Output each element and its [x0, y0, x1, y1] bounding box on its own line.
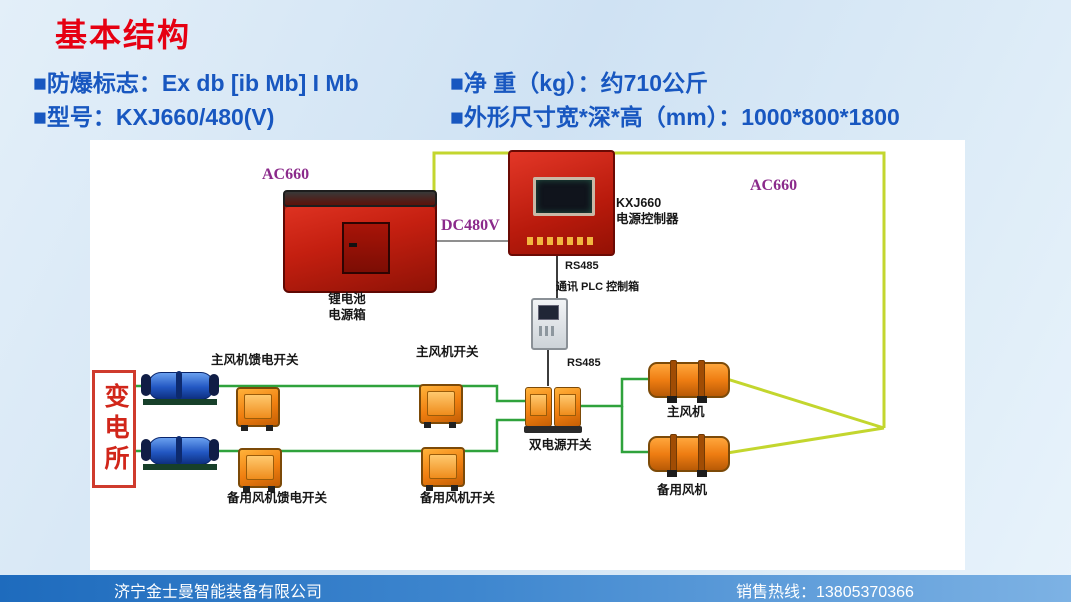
plc-label: 通讯 PLC 控制箱 [556, 281, 640, 293]
coupler-end-cap [209, 374, 219, 396]
battery-lid [283, 190, 437, 207]
backup-fan-label: 备用风机 [657, 483, 708, 497]
fan-flange [670, 434, 677, 474]
switch-panel [246, 455, 274, 480]
plc-buttons [539, 326, 556, 336]
switch-foot [268, 486, 275, 492]
coupler-ring [176, 436, 182, 464]
company-name: 济宁金士曼智能装备有限公司 [114, 584, 323, 601]
fan-body [648, 436, 730, 472]
main-fan-switch [419, 384, 463, 428]
substation-label: 变电所 [101, 382, 128, 476]
dual-power-switch-label: 双电源开关 [529, 438, 592, 452]
coupler-ring [176, 371, 182, 399]
battery-label: 锂电池 电源箱 [328, 292, 366, 323]
power-controller-cabinet [508, 150, 615, 256]
lithium-battery-box [283, 190, 437, 293]
spec-dimensions: ■外形尺寸宽*深*高（mm）：1000*800*1800 [450, 104, 900, 130]
controller-label: KXJ660 电源控制器 [616, 196, 679, 227]
spec-explosion-mark: ■防爆标志：Ex db [ib Mb] I Mb [33, 70, 359, 96]
main-fan-switch-label: 主风机开关 [416, 345, 479, 359]
switch-panel [429, 454, 457, 479]
backup-fan-switch-label: 备用风机开关 [420, 491, 496, 505]
dc480v-label: DC480V [441, 217, 500, 234]
ac660-left-label: AC660 [262, 166, 310, 183]
switch-foot [243, 486, 250, 492]
dual-switch-panel [559, 394, 576, 416]
dual-power-switch [524, 385, 582, 433]
coupler-end-cap [141, 374, 151, 396]
battery-door-panel [342, 222, 390, 274]
rs485-bottom-label: RS485 [567, 357, 601, 369]
main-fan-feed-switch [236, 387, 280, 431]
main-fan [648, 360, 730, 403]
cable-coupler-backup [141, 436, 219, 471]
substation-box: 变电所 [92, 370, 136, 488]
rs485-top-label: RS485 [565, 260, 599, 272]
switch-panel [427, 391, 455, 416]
controller-nameplate-marks [527, 237, 595, 245]
switch-foot [424, 422, 431, 428]
coupler-base [143, 399, 217, 405]
spec-model: ■型号：KXJ660/480(V) [33, 104, 275, 130]
switch-foot [266, 425, 273, 431]
coupler-base [143, 464, 217, 470]
fan-foot [697, 470, 707, 477]
backup-fan-switch [421, 447, 465, 491]
footer-bar: 济宁金士曼智能装备有限公司 销售热线：13805370366 [0, 575, 1071, 602]
spec-net-weight: ■净 重（kg）：约710公斤 [450, 70, 708, 96]
switch-foot [241, 425, 248, 431]
fan-body [648, 362, 730, 398]
switch-panel [244, 394, 272, 419]
fan-flange [698, 360, 705, 400]
controller-display-screen [533, 177, 595, 216]
backup-fan-feed-switch-label: 备用风机馈电开关 [227, 491, 328, 505]
ac660-right-label: AC660 [750, 177, 798, 194]
backup-fan-feed-switch [238, 448, 282, 492]
fan-foot [667, 470, 677, 477]
plc-control-box [531, 298, 568, 350]
fan-flange [670, 360, 677, 400]
switch-foot [451, 485, 458, 491]
main-fan-label: 主风机 [667, 405, 705, 419]
coupler-end-cap [141, 439, 151, 461]
battery-door-handle [349, 243, 357, 247]
backup-fan [648, 434, 730, 477]
fan-flange [698, 434, 705, 474]
dual-switch-base [524, 426, 582, 433]
fan-foot [697, 396, 707, 403]
main-fan-feed-switch-label: 主风机馈电开关 [211, 353, 299, 367]
cable-coupler-main [141, 371, 219, 406]
page-title: 基本结构 [55, 17, 192, 53]
switch-foot [426, 485, 433, 491]
plc-screen [538, 305, 559, 320]
dual-switch-panel [530, 394, 547, 416]
fan-foot [667, 396, 677, 403]
sales-hotline: 销售热线：13805370366 [736, 584, 914, 601]
switch-foot [449, 422, 456, 428]
coupler-end-cap [209, 439, 219, 461]
